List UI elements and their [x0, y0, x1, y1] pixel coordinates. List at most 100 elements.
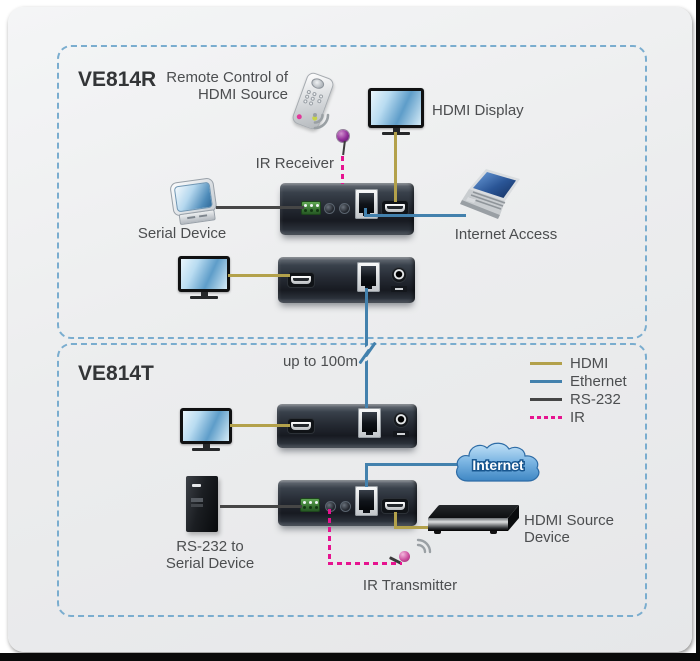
ir-waves-transmitter-icon: [416, 538, 432, 554]
tower-drive-slot: [192, 484, 201, 487]
legend-swatch-ethernet: [530, 380, 562, 383]
power-jack-label: [391, 286, 407, 292]
local-monitor-receiver-icon: [178, 256, 230, 299]
hdmi-port: [288, 419, 314, 433]
rj45-port: [357, 262, 380, 292]
ir-waves-remote-icon: [313, 113, 330, 130]
legend-item-hdmi: HDMI: [530, 355, 640, 373]
section-box-ve814t: [57, 343, 647, 617]
monitor-frame: [180, 408, 232, 444]
media-player-icon: [428, 505, 520, 543]
tower-pc-icon: [186, 476, 218, 532]
hdmi-port: [288, 273, 314, 287]
function-button: [339, 203, 350, 214]
player-foot: [490, 531, 497, 534]
crt-screen: [173, 181, 214, 213]
ir-receiver-label: IR Receiver: [255, 155, 334, 172]
hdmi-line-source-v: [394, 512, 397, 529]
remote-control-label-line2: HDMI Source: [197, 86, 288, 103]
tower-bay: [191, 504, 203, 507]
page-bottom-edge: [0, 653, 700, 661]
function-button: [340, 501, 351, 512]
ir-line-transmitter-h: [328, 562, 402, 565]
remote-lens: [309, 76, 326, 91]
tower-bay: [191, 498, 203, 502]
hdmi-source-label: HDMI Source Device: [524, 512, 634, 546]
legend-swatch-hdmi: [530, 362, 562, 365]
legend-item-ethernet: Ethernet: [530, 373, 640, 391]
extender-unit-receiver-rear: [280, 183, 414, 235]
monitor-frame: [368, 88, 424, 128]
hdmi-port: [382, 201, 408, 215]
legend-label: Ethernet: [570, 373, 627, 390]
player-side: [508, 505, 519, 531]
legend: HDMI Ethernet RS-232 IR: [530, 355, 640, 427]
remote-pink-button: [296, 113, 303, 120]
hdmi-line-source-h: [394, 526, 460, 529]
extender-unit-transmitter-front: [277, 404, 417, 448]
function-button: [324, 203, 335, 214]
player-top: [428, 505, 519, 518]
extender-unit-receiver-front: [278, 257, 415, 303]
legend-label: RS-232: [570, 391, 621, 408]
legend-label: HDMI: [570, 355, 609, 372]
ir-transmitter-icon: [399, 551, 410, 562]
power-jack: [394, 413, 408, 427]
serial-device-label: Serial Device: [137, 225, 227, 242]
rs232-serial-label: RS-232 to Serial Device: [148, 538, 272, 572]
player-front: [428, 518, 508, 531]
legend-label: IR: [570, 409, 585, 426]
rj45-port: [358, 408, 381, 438]
rj45-port: [355, 486, 378, 516]
remote-control-label: Remote Control of HDMI Source: [155, 69, 288, 103]
internet-cloud-label: Internet: [472, 457, 524, 473]
monitor-base: [192, 448, 220, 451]
ir-transmitter-label: IR Transmitter: [362, 577, 458, 594]
rs232-serial-label-line2: Serial Device: [165, 555, 255, 572]
monitor-frame: [178, 256, 230, 292]
extender-unit-transmitter-rear: [278, 480, 417, 526]
diagram-card: [8, 7, 692, 652]
remote-keys: [302, 89, 325, 108]
hdmi-port: [382, 499, 408, 513]
monitor-screen: [181, 259, 227, 289]
internet-cloud-icon: Internet: [456, 442, 540, 482]
terminal-block-port: [300, 498, 320, 512]
rs232-serial-label-line1: RS-232 to: [176, 538, 244, 555]
rs232-line-receiver: [216, 206, 304, 209]
legend-item-rs232: RS-232: [530, 391, 640, 409]
monitor-screen: [371, 91, 421, 125]
hdmi-source-label-line2: Device: [524, 529, 570, 546]
distance-label: up to 100m: [282, 353, 358, 370]
serial-device-icon: [169, 177, 219, 226]
monitor-neck: [200, 292, 208, 296]
hdmi-line-local-receiver: [228, 274, 290, 277]
ethernet-line-internet-v: [365, 463, 368, 487]
ethernet-line-internet-h: [365, 463, 462, 466]
legend-swatch-ir: [530, 416, 562, 419]
monitor-screen: [183, 411, 229, 441]
laptop-icon: [460, 169, 520, 219]
hdmi-display-icon: [368, 88, 424, 135]
terminal-block-port: [301, 201, 321, 215]
monitor-base: [190, 296, 218, 299]
player-foot: [434, 531, 441, 534]
monitor-neck: [202, 444, 210, 448]
ir-line-receiver: [341, 156, 344, 184]
monitor-neck: [392, 128, 400, 132]
hdmi-line-display: [394, 132, 397, 202]
hdmi-source-label-line1: HDMI Source: [524, 512, 615, 529]
power-jack-label: [393, 431, 409, 437]
legend-item-ir: IR: [530, 409, 640, 427]
ethernet-line-lan-v: [364, 208, 367, 217]
ir-line-transmitter-v: [328, 509, 331, 565]
ethernet-line-lan-h: [364, 214, 466, 217]
page-right-edge: [696, 0, 700, 661]
rs232-line-transmitter: [220, 505, 302, 508]
section-label-ve814t: VE814T: [78, 362, 154, 385]
power-jack: [392, 268, 406, 282]
local-monitor-transmitter-icon: [180, 408, 232, 451]
section-label-ve814r: VE814R: [78, 68, 157, 91]
section-box-ve814r: [57, 45, 647, 339]
